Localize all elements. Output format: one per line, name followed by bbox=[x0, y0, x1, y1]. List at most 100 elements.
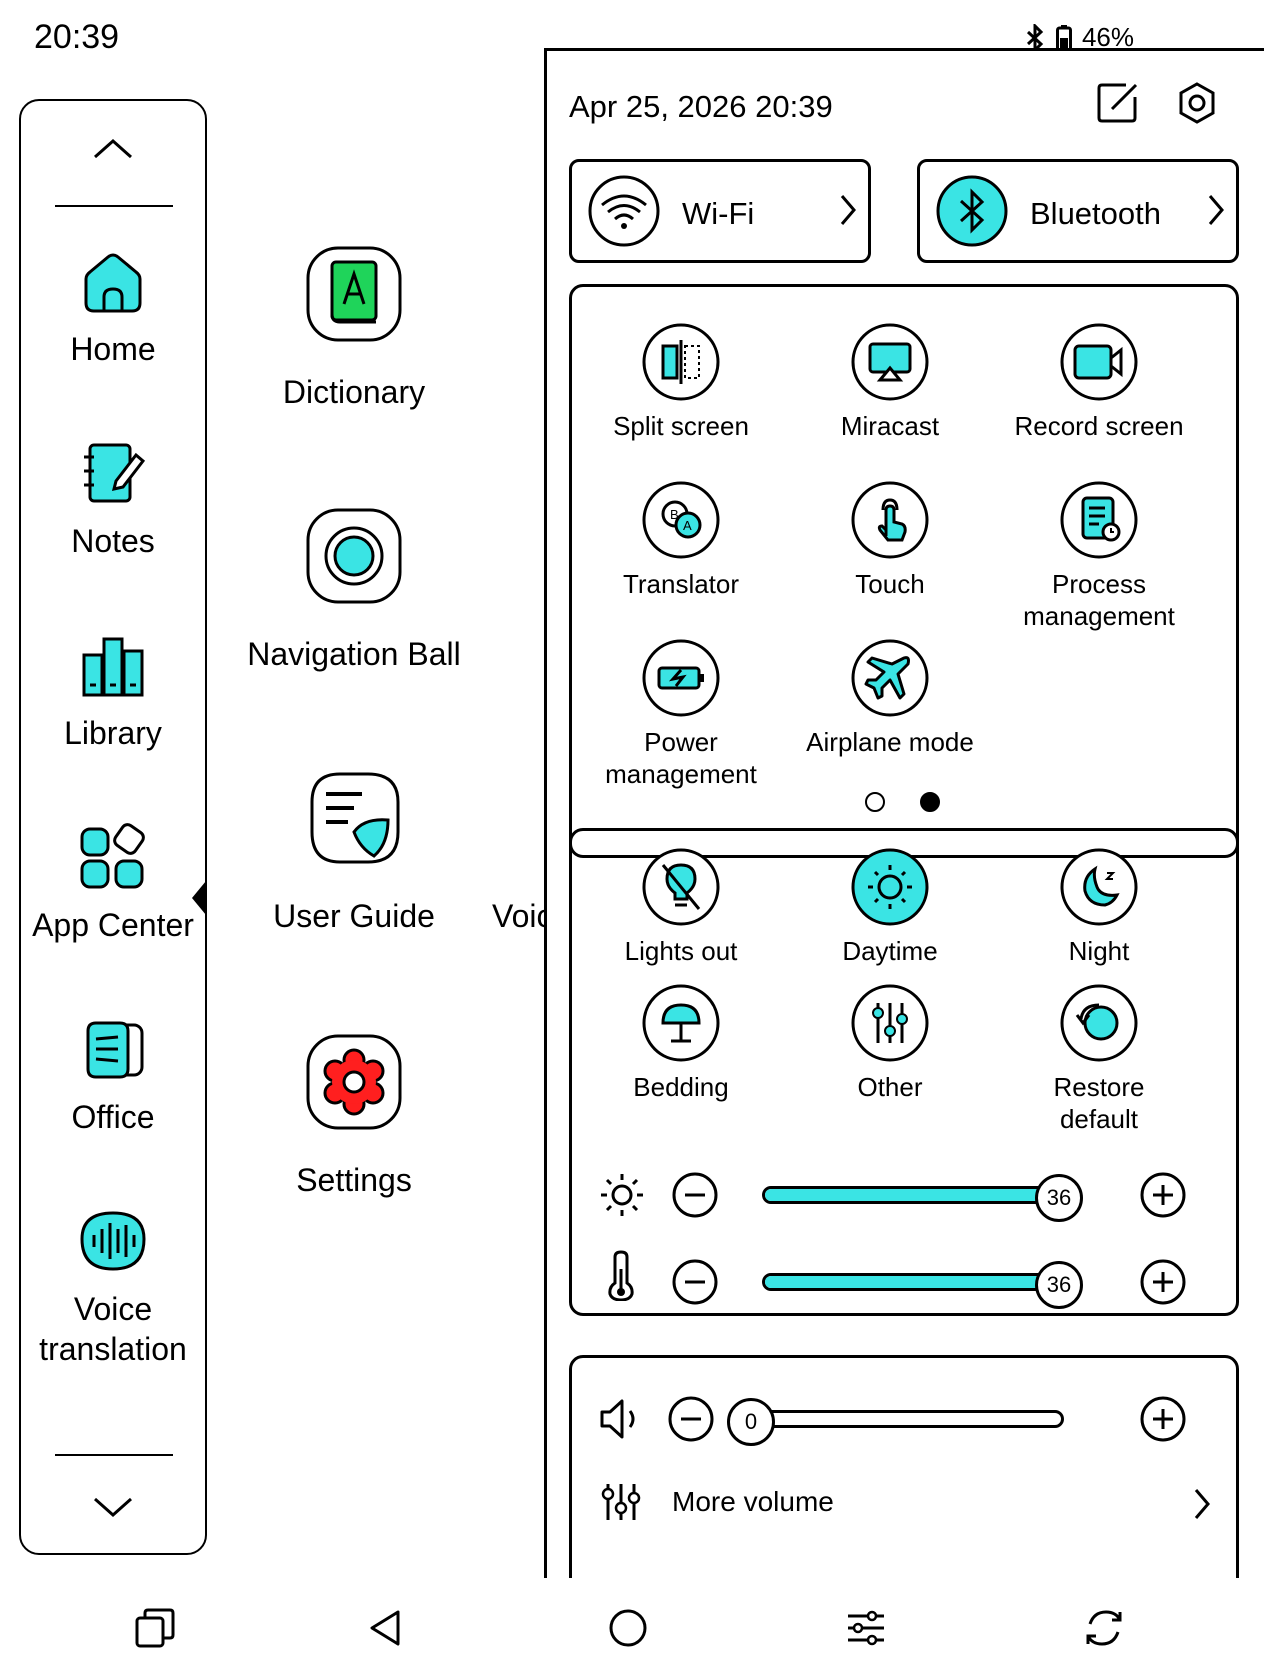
toggle-label: Touch bbox=[855, 569, 925, 599]
home-circle-icon[interactable] bbox=[606, 1606, 650, 1650]
divider bbox=[55, 205, 173, 207]
chevron-right-icon[interactable] bbox=[1192, 1486, 1212, 1522]
navigation-ball-icon bbox=[304, 506, 404, 606]
sidebar-item-label: Notes bbox=[71, 523, 155, 559]
bedding-lamp-icon bbox=[641, 983, 721, 1063]
night-icon bbox=[1059, 847, 1139, 927]
chevron-up-icon[interactable] bbox=[91, 137, 135, 161]
volume-minus-button[interactable] bbox=[668, 1396, 714, 1442]
control-center-panel: Apr 25, 2026 20:39 Wi-Fi Bluetooth Split bbox=[544, 48, 1264, 1578]
page-dot-1[interactable] bbox=[865, 792, 885, 812]
notes-icon bbox=[76, 437, 150, 511]
bluetooth-icon bbox=[936, 175, 1008, 247]
svg-text:B: B bbox=[670, 507, 679, 522]
gear-icon[interactable] bbox=[1175, 81, 1219, 125]
refresh-icon[interactable] bbox=[1082, 1606, 1126, 1650]
brightness-knob[interactable]: 36 bbox=[1035, 1174, 1083, 1222]
app-dictionary[interactable]: Dictionary bbox=[209, 244, 499, 411]
sidebar-item-voice-translation[interactable]: Voice translation bbox=[21, 1205, 205, 1369]
toggle-airplane-mode[interactable]: Airplane mode bbox=[790, 638, 990, 758]
svg-text:A: A bbox=[683, 518, 692, 533]
library-icon bbox=[76, 629, 150, 703]
toggle-miracast[interactable]: Miracast bbox=[790, 322, 990, 442]
sidebar-item-app-center[interactable]: App Center bbox=[21, 821, 205, 945]
preset-label: Night bbox=[1068, 936, 1130, 966]
app-label: Navigation Ball bbox=[247, 636, 461, 672]
brightness-slider[interactable]: 36 bbox=[762, 1174, 1083, 1222]
user-guide-icon bbox=[304, 768, 404, 868]
sidebar-item-label: App Center bbox=[32, 907, 194, 943]
app-user-guide[interactable]: User Guide bbox=[209, 768, 499, 935]
sidebar-item-office[interactable]: Office bbox=[21, 1013, 205, 1137]
more-volume-label[interactable]: More volume bbox=[672, 1486, 834, 1517]
quick-settings-icon[interactable] bbox=[844, 1606, 888, 1650]
chevron-right-icon[interactable] bbox=[838, 192, 858, 228]
temperature-minus-button[interactable] bbox=[672, 1259, 718, 1305]
app-label: User Guide bbox=[273, 898, 435, 934]
toggle-process-management[interactable]: Process management bbox=[999, 480, 1199, 632]
divider bbox=[55, 1454, 173, 1456]
toggle-label: Split screen bbox=[613, 411, 749, 441]
bluetooth-label: Bluetooth bbox=[1030, 196, 1161, 231]
app-navigation-ball[interactable]: Navigation Ball bbox=[209, 506, 499, 673]
preset-lights-out[interactable]: Lights out bbox=[581, 847, 781, 967]
sidebar-item-library[interactable]: Library bbox=[21, 629, 205, 753]
sidebar-item-notes[interactable]: Notes bbox=[21, 437, 205, 561]
volume-plus-button[interactable] bbox=[1140, 1396, 1186, 1442]
office-icon bbox=[76, 1013, 150, 1087]
toggle-record-screen[interactable]: Record screen bbox=[999, 322, 1199, 442]
edit-icon[interactable] bbox=[1096, 81, 1140, 125]
chevron-down-icon[interactable] bbox=[91, 1495, 135, 1519]
app-settings[interactable]: Settings bbox=[209, 1032, 499, 1199]
bluetooth-icon bbox=[1024, 23, 1046, 52]
toggle-touch[interactable]: Touch bbox=[790, 480, 990, 600]
brightness-minus-button[interactable] bbox=[672, 1172, 718, 1218]
speaker-icon bbox=[598, 1396, 644, 1442]
preset-restore-default[interactable]: Restore default bbox=[999, 983, 1199, 1135]
toggle-label: Record screen bbox=[1014, 411, 1184, 441]
restore-icon bbox=[1059, 983, 1139, 1063]
preset-label: Other bbox=[857, 1072, 923, 1102]
temperature-slider[interactable]: 36 bbox=[762, 1261, 1083, 1309]
panel-datetime: Apr 25, 2026 20:39 bbox=[569, 89, 833, 124]
volume-slider[interactable]: 0 bbox=[727, 1398, 1064, 1446]
app-label: Dictionary bbox=[282, 374, 426, 410]
miracast-icon bbox=[850, 322, 930, 402]
preset-label: Bedding bbox=[633, 1072, 729, 1102]
wifi-icon bbox=[588, 175, 660, 247]
volume-knob[interactable]: 0 bbox=[727, 1398, 775, 1446]
sidebar-selection-pointer bbox=[192, 881, 206, 915]
preset-bedding[interactable]: Bedding bbox=[581, 983, 781, 1103]
sliders-icon bbox=[600, 1482, 642, 1522]
thermometer-icon bbox=[606, 1249, 636, 1301]
airplane-icon bbox=[850, 638, 930, 718]
record-screen-icon bbox=[1059, 322, 1139, 402]
split-screen-icon bbox=[641, 322, 721, 402]
sidebar-item-home[interactable]: Home bbox=[21, 245, 205, 369]
back-icon[interactable] bbox=[364, 1606, 408, 1650]
power-management-icon bbox=[641, 638, 721, 718]
settings-app-icon bbox=[304, 1032, 404, 1132]
wifi-label: Wi-Fi bbox=[682, 196, 755, 231]
touch-icon bbox=[850, 480, 930, 560]
temperature-knob[interactable]: 36 bbox=[1035, 1261, 1083, 1309]
chevron-right-icon[interactable] bbox=[1206, 192, 1226, 228]
preset-other[interactable]: Other bbox=[790, 983, 990, 1103]
daytime-icon bbox=[850, 847, 930, 927]
bluetooth-tile[interactable]: Bluetooth bbox=[917, 159, 1239, 263]
frontlight-card: Lights out Daytime Night Bedding Other bbox=[569, 828, 1239, 1316]
sidebar-item-label: Voice translation bbox=[39, 1291, 187, 1367]
lights-out-icon bbox=[641, 847, 721, 927]
toggle-power-management[interactable]: Power management bbox=[581, 638, 781, 790]
preset-night[interactable]: Night bbox=[999, 847, 1199, 967]
recent-apps-icon[interactable] bbox=[133, 1606, 177, 1650]
temperature-plus-button[interactable] bbox=[1140, 1259, 1186, 1305]
toggle-split-screen[interactable]: Split screen bbox=[581, 322, 781, 442]
wifi-tile[interactable]: Wi-Fi bbox=[569, 159, 871, 263]
sidebar-item-label: Home bbox=[70, 331, 156, 367]
preset-daytime[interactable]: Daytime bbox=[790, 847, 990, 967]
brightness-plus-button[interactable] bbox=[1140, 1172, 1186, 1218]
page-dot-2[interactable] bbox=[920, 792, 940, 812]
sidebar-dock: Home Notes Library App Center Office Voi… bbox=[19, 99, 207, 1555]
